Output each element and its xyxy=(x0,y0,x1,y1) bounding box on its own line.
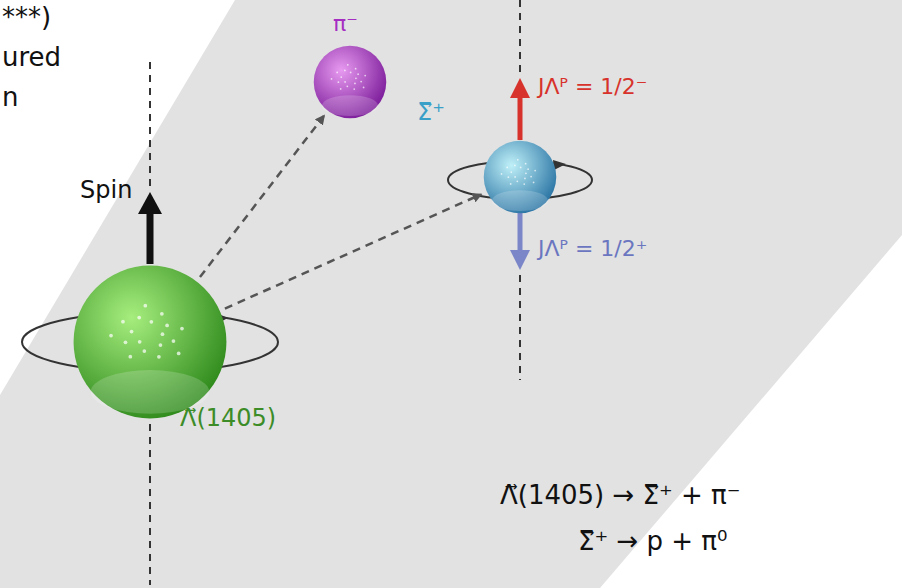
sparkle xyxy=(137,316,141,320)
sphere-shine xyxy=(322,95,378,116)
spin-axis xyxy=(149,62,151,192)
sparkle xyxy=(354,83,356,85)
sparkle xyxy=(331,78,333,80)
sparkle xyxy=(516,180,518,182)
sparkle xyxy=(346,85,348,87)
parity-arrowhead xyxy=(510,250,530,270)
slide-text: ured xyxy=(2,42,61,73)
sphere-shape xyxy=(313,45,387,119)
sphere-body xyxy=(484,141,557,214)
sparkle xyxy=(357,73,359,75)
sparkle xyxy=(530,176,532,178)
sparkle xyxy=(142,349,146,353)
spin-arrowhead xyxy=(138,192,162,214)
sphere-shine xyxy=(492,190,548,211)
decay-equation: Σ⃗⁺ → p + π⁰ xyxy=(578,526,727,557)
spin-label: Spin xyxy=(80,176,132,205)
sphere-shape xyxy=(72,264,228,420)
parity-arrow-down xyxy=(518,212,523,252)
particle-label: Σ⃗⁺ xyxy=(417,98,445,127)
sparkle xyxy=(517,159,519,161)
decay-arrow xyxy=(200,116,324,277)
sparkle xyxy=(165,324,169,328)
sparkle xyxy=(336,71,338,73)
sparkle xyxy=(353,88,355,90)
sparkle xyxy=(138,340,142,344)
sparkle xyxy=(149,320,153,324)
sphere-body xyxy=(314,46,387,119)
sparkle xyxy=(534,170,536,172)
sparkle xyxy=(344,81,346,83)
parity-arrow-up xyxy=(518,96,523,140)
parity-label: JΛᴾ = 1/2⁻ xyxy=(538,74,647,100)
sparkle xyxy=(533,182,535,184)
slide-text: ***) xyxy=(2,2,51,33)
sparkle xyxy=(506,166,508,168)
spin-arrow xyxy=(147,212,154,264)
sparkle xyxy=(160,312,164,316)
parity-label: JΛᴾ = 1/2⁺ xyxy=(538,236,647,262)
spin-axis xyxy=(519,0,521,72)
spin-axis xyxy=(149,424,151,585)
decay-equation: Λ⃗(1405) → Σ⃗⁺ + π⁻ xyxy=(500,480,740,511)
sparkle xyxy=(520,167,522,169)
particle-label: π⁻ xyxy=(333,11,358,37)
sparkle xyxy=(159,343,163,347)
sparkle xyxy=(340,76,342,78)
sparkle xyxy=(344,70,346,72)
sparkle xyxy=(514,176,516,178)
sigma-sphere: Σ⃗⁺ xyxy=(483,140,557,214)
decay-arrow xyxy=(225,195,481,309)
sparkle xyxy=(514,165,516,167)
lambda-sphere: Λ⃗(1405) xyxy=(72,264,228,420)
sparkle xyxy=(510,171,512,173)
particle-label: Λ⃗(1405) xyxy=(180,404,276,433)
sparkle xyxy=(128,355,132,359)
sphere-shape xyxy=(483,140,557,214)
sparkle xyxy=(340,88,342,90)
sparkle xyxy=(510,183,512,185)
pion-sphere: π⁻ xyxy=(313,45,387,119)
sparkle xyxy=(507,176,509,178)
sparkle xyxy=(363,87,365,89)
sparkle xyxy=(501,173,503,175)
sparkle xyxy=(124,340,128,344)
sparkle xyxy=(360,81,362,83)
sparkle xyxy=(350,72,352,74)
sparkle xyxy=(337,81,339,83)
parity-arrowhead xyxy=(510,78,530,98)
sparkle xyxy=(355,68,357,70)
sparkle xyxy=(177,352,181,356)
sparkle xyxy=(355,77,357,79)
sparkle xyxy=(121,320,125,324)
sparkle xyxy=(180,327,184,331)
sparkle xyxy=(161,332,165,336)
sparkle xyxy=(143,304,147,308)
slide-text: n xyxy=(2,82,18,113)
sparkle xyxy=(130,330,134,334)
sphere-body xyxy=(74,266,227,419)
sparkle xyxy=(157,355,161,359)
sparkle xyxy=(525,163,527,165)
sparkle xyxy=(524,178,526,180)
sparkle xyxy=(172,339,176,343)
sparkle xyxy=(347,64,349,66)
sparkle xyxy=(527,168,529,170)
sparkle xyxy=(364,75,366,77)
sparkle xyxy=(525,172,527,174)
sparkle xyxy=(523,183,525,185)
sparkle xyxy=(109,334,113,338)
spin-axis xyxy=(519,275,521,380)
